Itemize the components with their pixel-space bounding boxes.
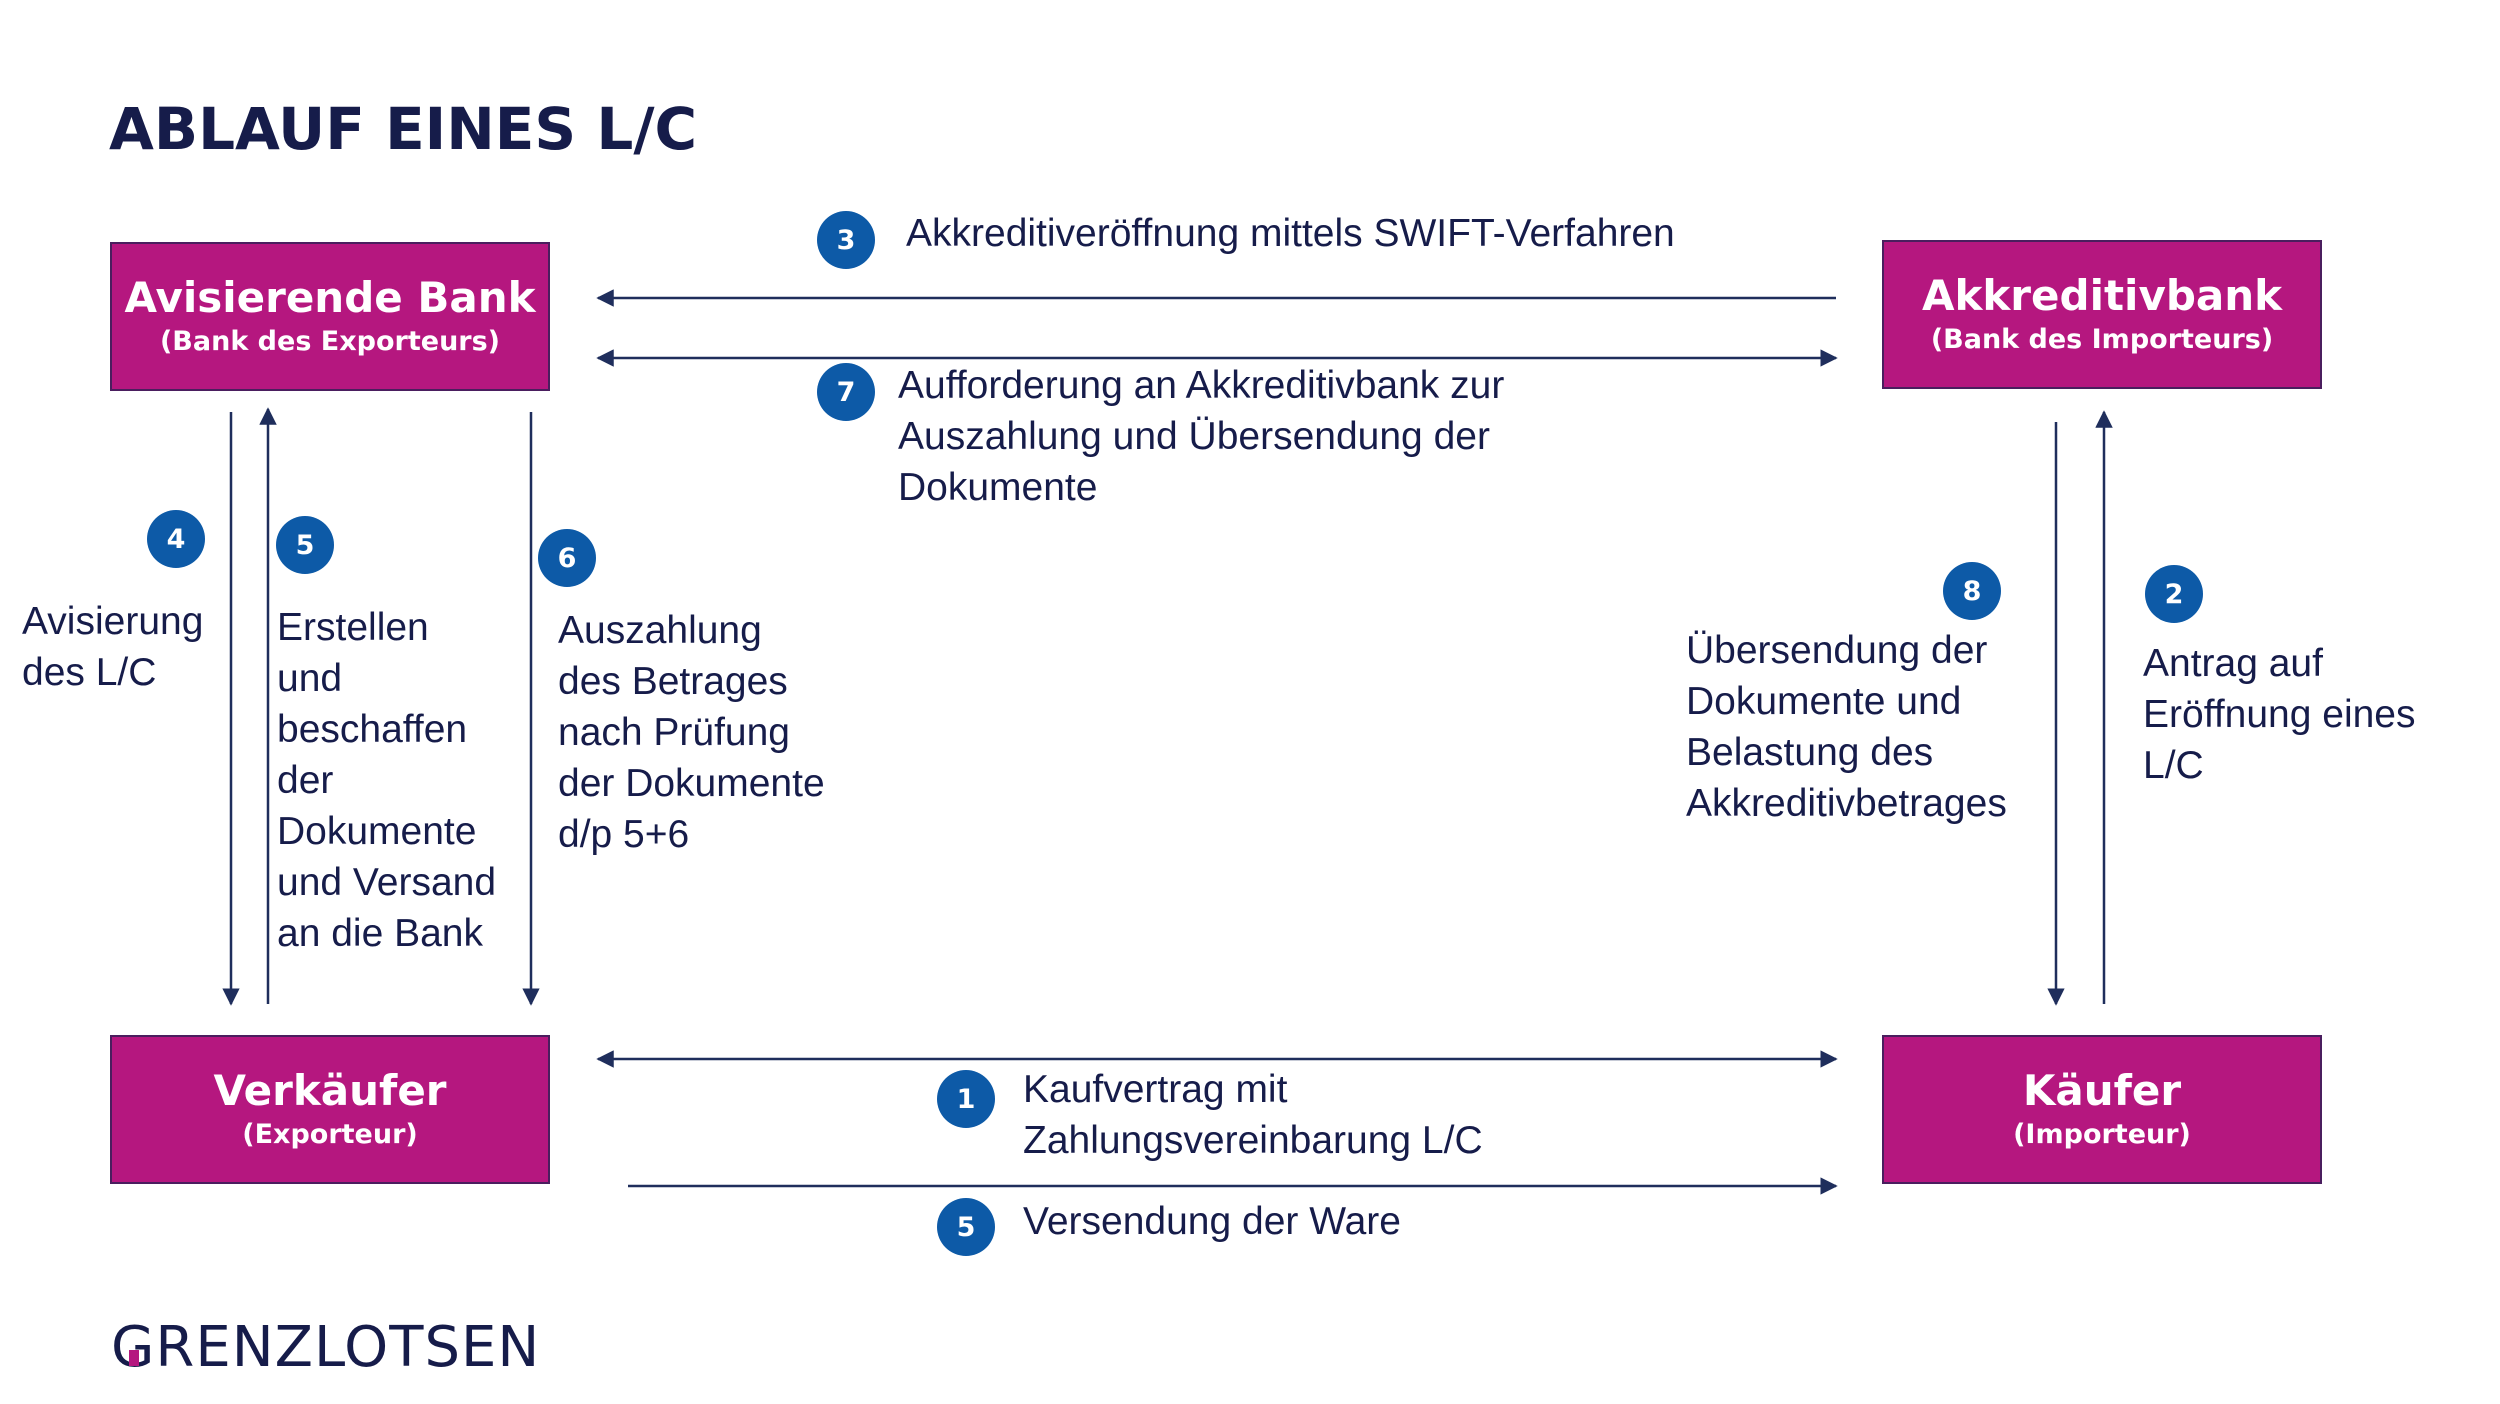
- node-title: Avisierende Bank: [124, 272, 536, 322]
- node-subtitle: (Exporteur): [242, 1118, 418, 1150]
- step-badge-6: 6: [538, 529, 596, 587]
- step-label-6: Auszahlung des Betrages nach Prüfung der…: [558, 609, 825, 856]
- step-label-2: Antrag auf Eröffnung eines L/C: [2143, 642, 2416, 787]
- node-advising-bank: Avisierende Bank (Bank des Exporteurs): [110, 242, 550, 391]
- step-label-1: Kaufvertrag mit Zahlungsvereinbarung L/C: [1023, 1068, 1483, 1162]
- page-title: ABLAUF EINES L/C: [109, 95, 698, 163]
- step-badge-8: 8: [1943, 562, 2001, 620]
- node-title: Akkreditivbank: [1921, 270, 2283, 320]
- node-seller: Verkäufer (Exporteur): [110, 1035, 550, 1184]
- step-badge-4: 4: [147, 510, 205, 568]
- node-subtitle: (Bank des Importeurs): [1930, 323, 2274, 355]
- node-title: Verkäufer: [213, 1065, 447, 1115]
- logo-accent-mark: [129, 1350, 139, 1366]
- step-badge-3: 3: [817, 211, 875, 269]
- node-issuing-bank: Akkreditivbank (Bank des Importeurs): [1882, 240, 2322, 389]
- logo-text: RENZLOTSEN: [155, 1315, 541, 1380]
- step-label-4: Avisierung des L/C: [22, 600, 204, 694]
- step-badge-1: 1: [937, 1070, 995, 1128]
- node-buyer: Käufer (Importeur): [1882, 1035, 2322, 1184]
- step-label-3: Akkreditiveröffnung mittels SWIFT-Verfah…: [906, 212, 1675, 255]
- step-badge-7: 7: [817, 363, 875, 421]
- step-label-5b: Versendung der Ware: [1023, 1200, 1401, 1243]
- node-subtitle: (Bank des Exporteurs): [159, 325, 501, 357]
- step-label-7: Aufforderung an Akkreditivbank zur Ausza…: [898, 364, 1505, 509]
- step-badge-2: 2: [2145, 565, 2203, 623]
- step-label-5a: Erstellen und beschaffen der Dokumente u…: [277, 606, 497, 955]
- step-label-8: Übersendung der Dokumente und Belastung …: [1686, 629, 2007, 825]
- node-subtitle: (Importeur): [2013, 1118, 2191, 1150]
- step-badge-5b: 5: [937, 1198, 995, 1256]
- node-title: Käufer: [2022, 1065, 2182, 1115]
- step-badge-5a: 5: [276, 516, 334, 574]
- logo-initial: G: [111, 1315, 156, 1380]
